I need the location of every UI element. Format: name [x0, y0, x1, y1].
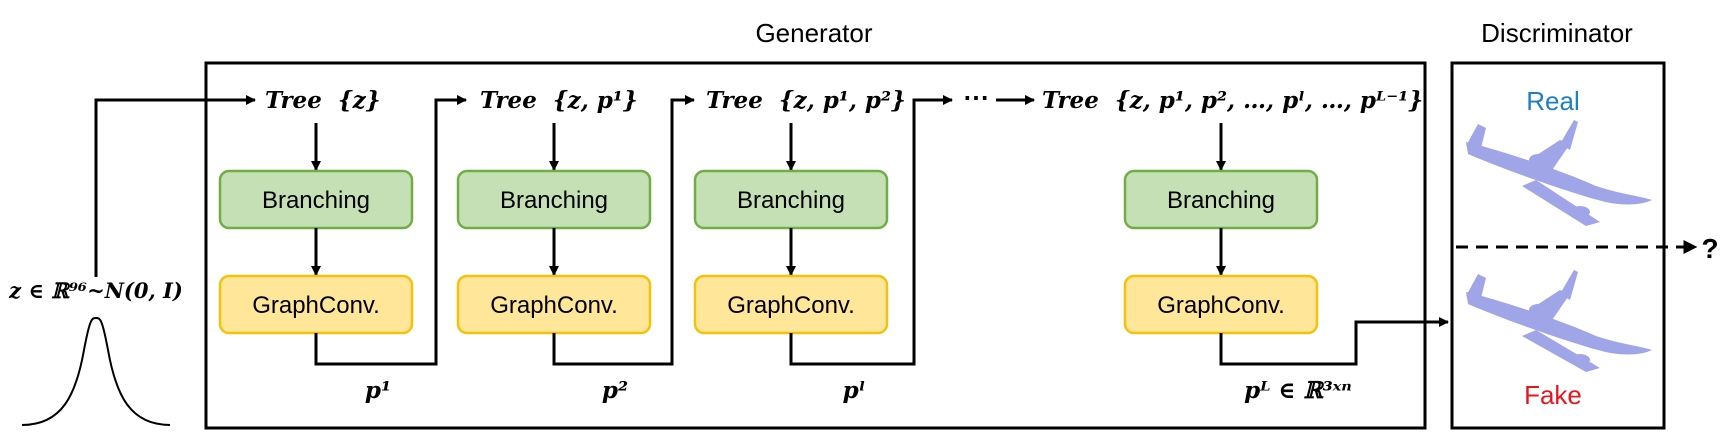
output-label-2: p²	[602, 377, 628, 404]
real-airplane-image	[1466, 120, 1652, 226]
tree-set: {z, p¹}	[553, 87, 638, 114]
tree-keyword: Tree	[706, 87, 763, 114]
branching-label: Branching	[500, 187, 608, 214]
discriminator-title: Discriminator	[1481, 18, 1633, 48]
generator-frame	[204, 61, 1427, 430]
final-output-arrow	[1219, 317, 1449, 366]
stage-output-arrow	[314, 95, 467, 366]
graphconv-label: GraphConv.	[727, 292, 855, 319]
tree-set: {z, p¹, p²}	[779, 87, 906, 114]
tree-label-3: Tree {z, p¹, p²}	[706, 87, 906, 114]
gaussian-curve	[21, 316, 171, 426]
branching-label: Branching	[262, 187, 370, 214]
tree-set: {z, p¹, p², …, pˡ, …, pᴸ⁻¹}	[1115, 87, 1423, 114]
graphconv-label: GraphConv.	[252, 292, 380, 319]
generator-title: Generator	[755, 18, 872, 48]
svg-text:Tree {z, p¹}: Tree {z, p¹}	[480, 87, 638, 114]
branching-label: Branching	[737, 187, 845, 214]
graphconv-label: GraphConv.	[490, 292, 618, 319]
input-arrow	[94, 95, 256, 277]
branching-label: Branching	[1167, 187, 1275, 214]
svg-text:Tree {z, p¹, p², …, pˡ,: Tree {z, p¹, p², …, pˡ, …, pᴸ⁻¹}	[1042, 87, 1423, 114]
output-label-L: pᴸ ∈ ℝ³ˣⁿ	[1244, 377, 1352, 404]
fake-label: Fake	[1524, 380, 1582, 410]
tree-label-1: Tree {z}	[265, 87, 381, 114]
tree-label-L: Tree {z, p¹, p², …, pˡ, …, pᴸ⁻¹}	[1042, 87, 1423, 114]
svg-text:Tree {z}: Tree {z}	[265, 87, 381, 114]
decision-output: ?	[1701, 233, 1718, 264]
stage-output-arrow	[552, 95, 695, 366]
svg-text:Tree {z, p¹, p²}: Tree {z, p¹, p²}	[706, 87, 906, 114]
stage-ellipsis: ⋯	[963, 83, 989, 113]
input-noise-label: z ∈ ℝ⁹⁶~N(0, I)	[8, 278, 183, 303]
tree-set: {z}	[338, 87, 381, 114]
output-label-l: pˡ	[843, 377, 866, 404]
tree-label-2: Tree {z, p¹}	[480, 87, 638, 114]
real-label: Real	[1526, 86, 1579, 116]
tree-keyword: Tree	[265, 87, 322, 114]
output-label-1: p¹	[365, 377, 391, 404]
tree-keyword: Tree	[1042, 87, 1099, 114]
graphconv-label: GraphConv.	[1157, 292, 1285, 319]
stage-output-arrow	[789, 95, 953, 366]
tree-keyword: Tree	[480, 87, 537, 114]
fake-airplane-image	[1466, 270, 1652, 372]
